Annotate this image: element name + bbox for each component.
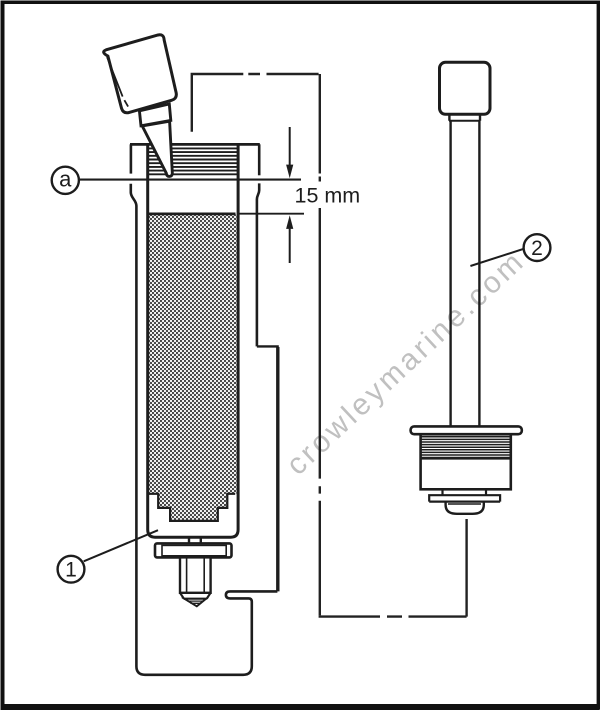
svg-text:a: a <box>59 167 72 192</box>
svg-text:15 mm: 15 mm <box>295 184 361 208</box>
svg-text:1: 1 <box>65 559 77 582</box>
svg-text:2: 2 <box>531 237 543 260</box>
